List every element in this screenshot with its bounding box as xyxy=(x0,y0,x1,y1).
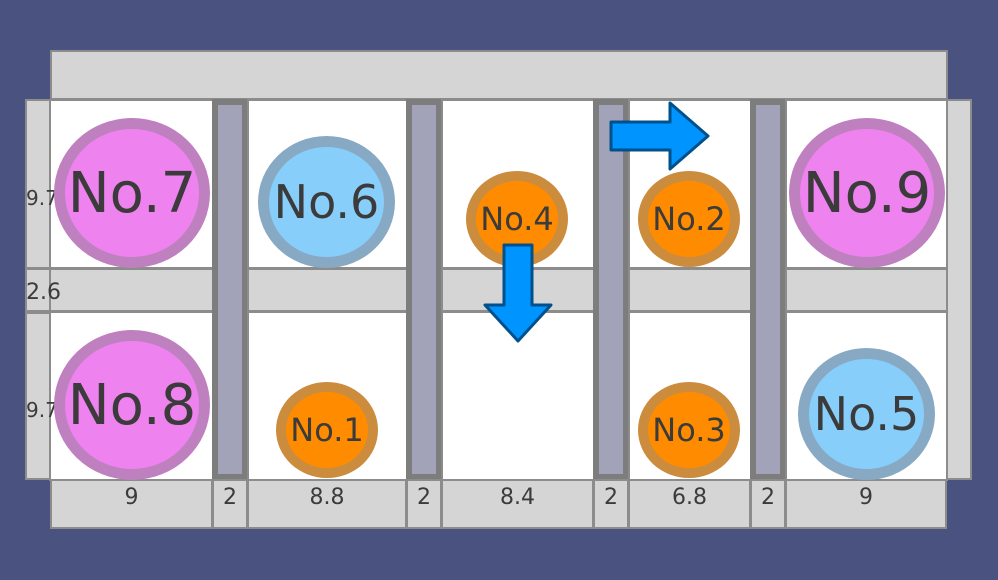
height-label-middle-aisle: 2.6 xyxy=(26,279,61,305)
circle-no3[interactable]: No.3 xyxy=(638,382,740,478)
circle-no1[interactable]: No.1 xyxy=(276,382,378,478)
height-label-bottom-row: 9.7 xyxy=(26,398,58,422)
circle-no2[interactable]: No.2 xyxy=(638,171,740,267)
divider-1 xyxy=(212,99,248,480)
divider-4 xyxy=(750,99,786,480)
width-label-col2: 8.8 xyxy=(247,479,407,529)
left-wall-middle xyxy=(25,268,51,312)
divider-3 xyxy=(593,99,629,480)
width-label-col1: 9 xyxy=(50,479,213,529)
divider-2 xyxy=(406,99,442,480)
circle-no8[interactable]: No.8 xyxy=(54,330,210,480)
arrow-right-icon xyxy=(609,101,710,171)
width-label-col5: 9 xyxy=(785,479,947,529)
aisle-col5 xyxy=(785,268,948,312)
circle-no7[interactable]: No.7 xyxy=(54,118,210,268)
height-label-top-row: 9.7 xyxy=(26,186,58,210)
width-label-col4: 6.8 xyxy=(628,479,751,529)
circle-no6[interactable]: No.6 xyxy=(258,136,395,268)
circle-no5[interactable]: No.5 xyxy=(798,348,935,480)
width-label-divider1: 2 xyxy=(212,479,248,529)
circle-no9[interactable]: No.9 xyxy=(789,118,945,268)
top-wall xyxy=(50,50,948,100)
right-wall xyxy=(946,99,972,480)
width-label-divider2: 2 xyxy=(406,479,442,529)
left-wall-bottom xyxy=(25,312,51,480)
arrow-down-icon xyxy=(483,243,553,343)
aisle-col2 xyxy=(247,268,408,312)
width-label-col3: 8.4 xyxy=(441,479,594,529)
aisle-col1 xyxy=(49,268,214,312)
aisle-col4 xyxy=(628,268,752,312)
width-label-divider3: 2 xyxy=(593,479,629,529)
width-label-divider4: 2 xyxy=(750,479,786,529)
